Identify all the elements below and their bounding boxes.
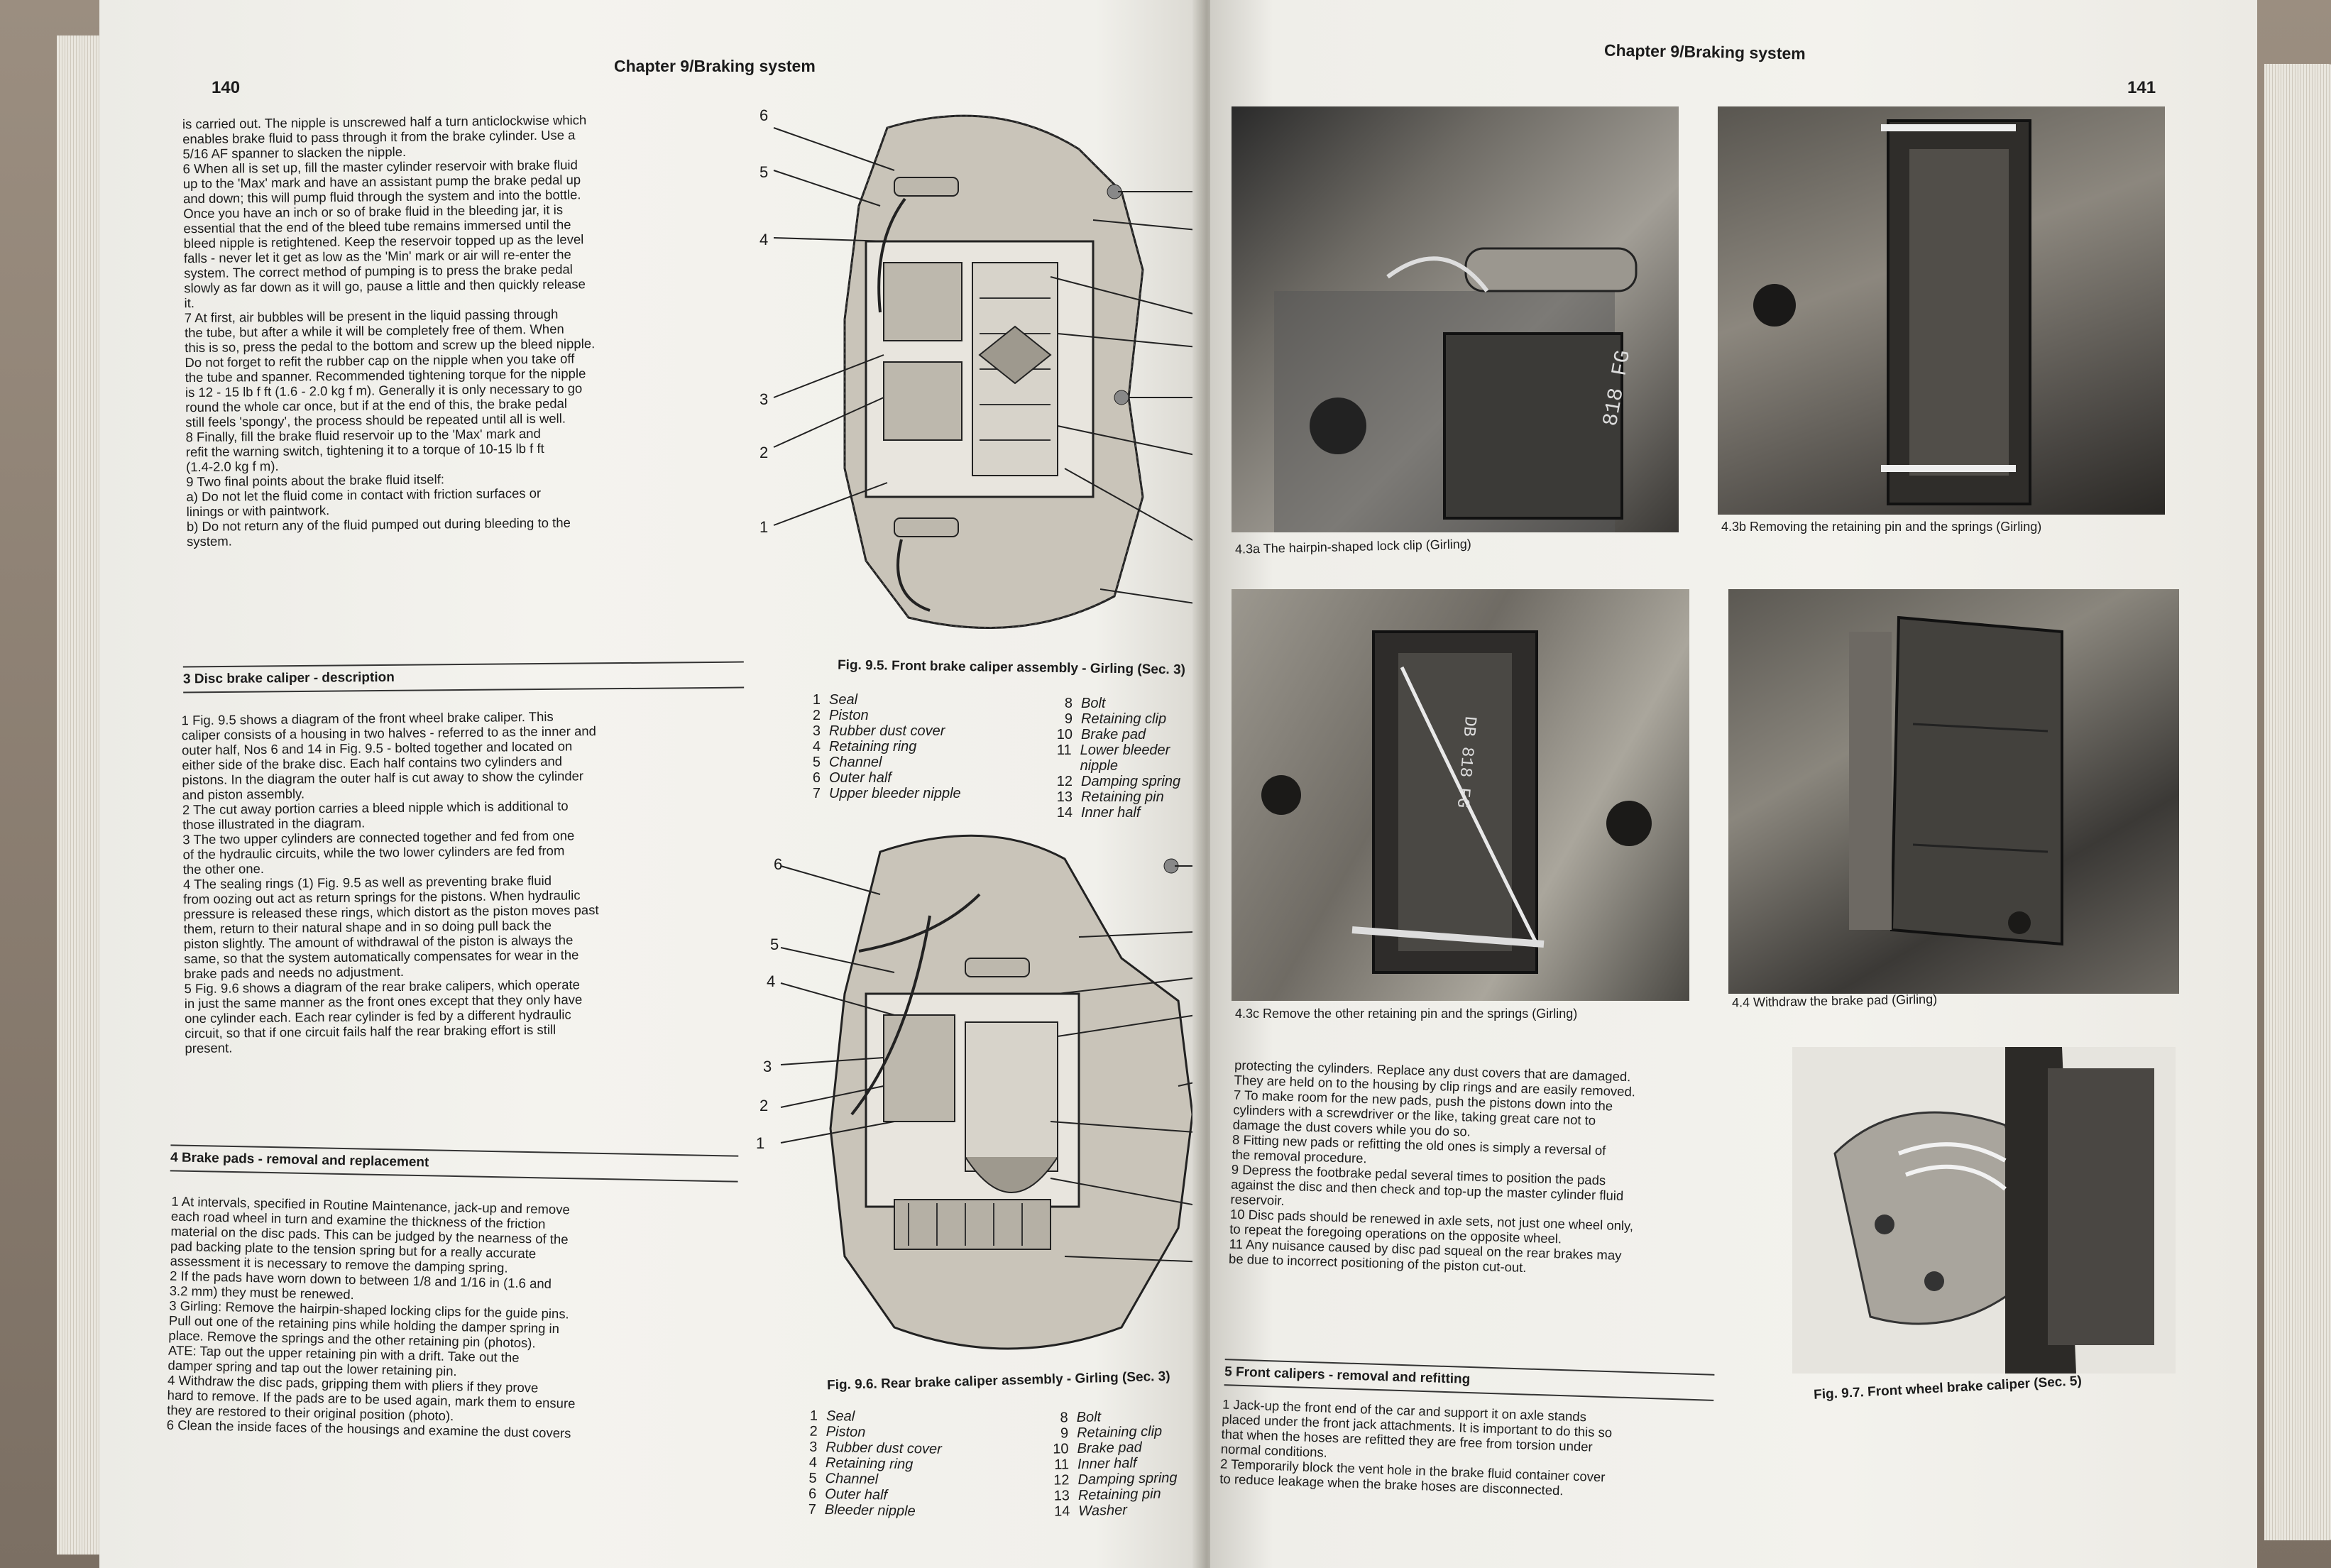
figure-caption: Fig. 9.7. Front wheel brake caliper (Sec… — [1813, 1374, 2083, 1403]
running-head: Chapter 9/Braking system — [1603, 40, 1806, 63]
section-heading: 4 Brake pads - removal and replacement — [170, 1144, 739, 1183]
right-page: Chapter 9/Braking system 141 818 FG 4.3a… — [1210, 0, 2257, 1568]
left-page-edges — [57, 35, 106, 1555]
callout-5: 5 — [770, 936, 779, 953]
page-number: 141 — [2127, 78, 2156, 97]
callout-2: 2 — [759, 1097, 769, 1114]
running-head: Chapter 9/Braking system — [614, 57, 816, 75]
body-text-section5: 1 Jack-up the front end of the car and s… — [1219, 1396, 1613, 1498]
body-text-right: protecting the cylinders. Replace any du… — [1228, 1057, 1636, 1275]
page-number: 140 — [212, 78, 241, 97]
photo-illustration — [1753, 119, 2031, 505]
section-heading: 3 Disc brake caliper - description — [182, 661, 745, 693]
callout-1: 1 — [759, 518, 769, 536]
front-caliper-diagram — [773, 114, 1207, 629]
photo-caption: 4.3c Remove the other retaining pin and … — [1235, 1007, 1578, 1021]
body-text-column1: is carried out. The nipple is unscrewed … — [182, 112, 596, 549]
open-book: 140 Chapter 9/Braking system is carried … — [28, 0, 2331, 1568]
photo-remove-other-retaining-pin: DB 818 FG — [1232, 589, 1689, 1001]
left-page: 140 Chapter 9/Braking system is carried … — [99, 0, 1207, 1568]
photo-hairpin-lock-clip: 818 FG — [1232, 106, 1679, 532]
photo-illustration — [1274, 247, 1638, 532]
callout-3: 3 — [763, 1058, 772, 1075]
callout-1: 1 — [756, 1134, 765, 1152]
photo-removing-retaining-pin — [1718, 106, 2165, 515]
rear-caliper-diagram — [780, 834, 1207, 1350]
photo-illustration — [1849, 615, 2063, 946]
photo-caption: 4.3b Removing the retaining pin and the … — [1721, 520, 2042, 534]
figure-caption: Fig. 9.5. Front brake caliper assembly -… — [837, 657, 1186, 678]
front-wheel-caliper-figure — [1792, 1047, 2176, 1374]
callout-4: 4 — [767, 972, 776, 990]
body-text-section4: 1 At intervals, specified in Routine Mai… — [166, 1193, 576, 1441]
callout-4: 4 — [759, 231, 769, 248]
figure-caption: Fig. 9.6. Rear brake caliper assembly - … — [826, 1369, 1170, 1393]
body-text-section3: 1 Fig. 9.5 shows a diagram of the front … — [181, 708, 599, 1056]
callout-6: 6 — [759, 106, 769, 124]
callout-5: 5 — [759, 163, 769, 181]
callout-6: 6 — [774, 855, 783, 873]
photo-caption: 4.4 Withdraw the brake pad (Girling) — [1731, 992, 1938, 1010]
section-heading: 5 Front calipers - removal and refitting — [1224, 1359, 1715, 1401]
callout-2: 2 — [759, 444, 769, 461]
callout-3: 3 — [759, 390, 769, 408]
photo-withdraw-brake-pad — [1728, 589, 2179, 994]
photo-caption: 4.3a The hairpin-shaped lock clip (Girli… — [1234, 537, 1472, 557]
right-page-edges — [2264, 64, 2331, 1540]
photo-illustration — [1261, 630, 1652, 974]
